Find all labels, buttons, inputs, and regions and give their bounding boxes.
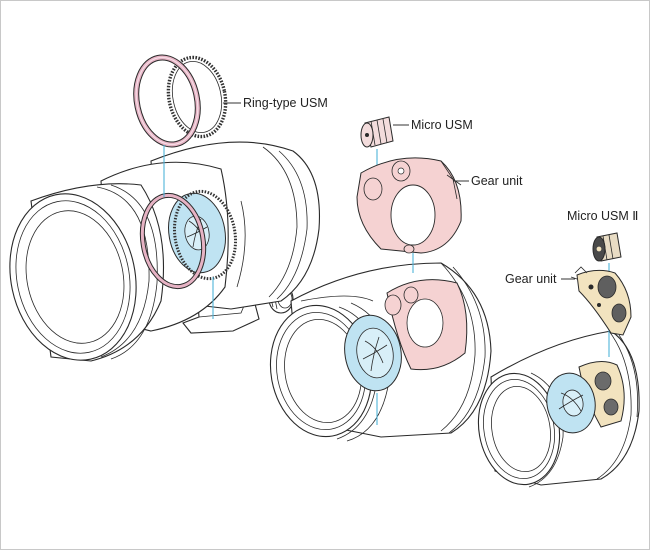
- gear-unit-exploded-2: [570, 266, 632, 336]
- gear-unit-exploded-1: [356, 157, 462, 254]
- label-gear-unit-2: Gear unit: [505, 272, 557, 286]
- aperture-unit-2: [344, 314, 402, 392]
- lens-barrel-front: [9, 183, 165, 362]
- micro-usm-exploded: [360, 116, 394, 148]
- label-ring-type-usm: Ring-type USM: [243, 96, 328, 110]
- label-micro-usm: Micro USM: [411, 118, 473, 132]
- ring-type-usm-exploded: [133, 54, 228, 148]
- lens-assembly-ring-usm: [9, 141, 321, 362]
- micro-usm-ii-exploded: [592, 232, 622, 262]
- lens-assembly-micro-usm-ii: [477, 330, 640, 488]
- gear-ring-installed: [172, 189, 238, 281]
- label-micro-usm-ii: Micro USM Ⅱ: [567, 209, 639, 223]
- lens-assembly-micro-usm: [269, 262, 492, 442]
- usm-stator-ring-installed: [139, 192, 207, 290]
- label-gear-unit-1: Gear unit: [471, 174, 523, 188]
- aperture-unit-3: [546, 372, 596, 434]
